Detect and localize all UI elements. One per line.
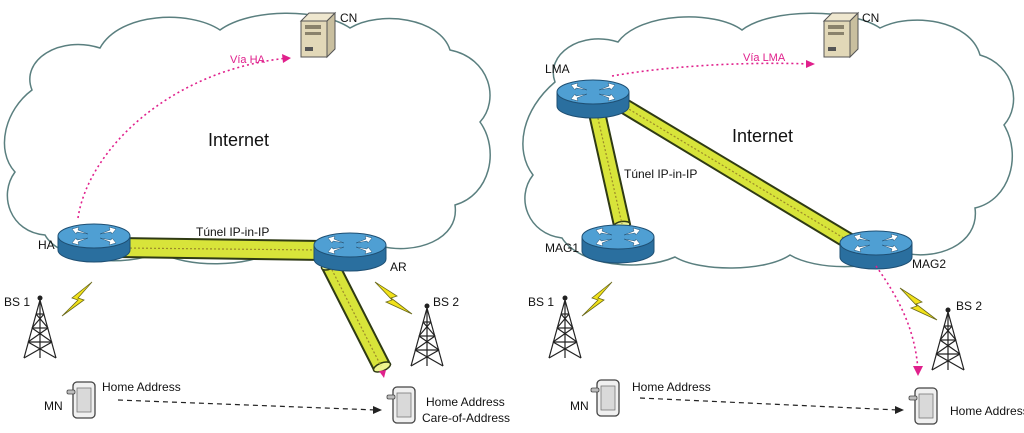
mn-label: MN: [44, 399, 63, 413]
via-lma-arrow-icon: [806, 60, 815, 68]
bs1-label-right: BS 1: [528, 295, 554, 309]
mn-phone-icon: [66, 381, 96, 419]
internet-cloud: [3, 12, 491, 265]
mn-home-address: Home Address: [102, 380, 181, 394]
via-lma-label: Vía LMA: [743, 52, 786, 64]
left-diagram: Internet CN Vía HA Túnel IP-in-IP HA AR: [3, 11, 510, 425]
via-ha-arrow-icon: [282, 54, 291, 63]
ar-label: AR: [390, 260, 407, 274]
cn-label: CN: [340, 11, 357, 25]
tunnel-end-arrow-icon: [379, 370, 386, 378]
mn-moved-phone-icon-right: [908, 387, 938, 425]
mag2-label: MAG2: [912, 257, 946, 271]
lma-router-icon: [556, 79, 630, 119]
tunnel-label-right: Túnel IP-in-IP: [624, 167, 697, 181]
mn-phone-icon-right: [590, 379, 620, 417]
movement-arrowhead-icon: [373, 406, 382, 414]
internet-label: Internet: [208, 130, 269, 150]
bs2-label: BS 2: [433, 295, 459, 309]
via-ha-label: Vía HA: [230, 54, 266, 66]
bs1-lightning-icon: [61, 281, 93, 317]
internet-cloud-right: [522, 12, 1015, 269]
mag2-to-mn-path: [875, 265, 919, 371]
bs1-label: BS 1: [4, 295, 30, 309]
ha-router-icon: [57, 223, 131, 263]
bs2-lightning-icon: [374, 281, 413, 315]
cn-server-icon: [300, 12, 336, 58]
care-of-address: Care-of-Address: [422, 411, 510, 425]
via-ha-path: [77, 57, 289, 219]
bs1-lightning-icon-right: [581, 281, 613, 317]
via-lma-path: [611, 62, 811, 77]
mag1-label: MAG1: [545, 241, 579, 255]
right-diagram: Internet CN Vía LMA Túnel IP-in-IP LMA M…: [522, 11, 1024, 425]
ha-label: HA: [38, 238, 55, 252]
internet-label-right: Internet: [732, 126, 793, 146]
mn-moved-phone-icon: [386, 386, 416, 424]
mn-label-right: MN: [570, 399, 589, 413]
movement-arrowhead-icon-right: [895, 406, 904, 414]
bs2-label-right: BS 2: [956, 299, 982, 313]
moved-home-address-right: Home Address: [950, 404, 1024, 418]
bs2-lightning-icon-right: [899, 287, 938, 321]
mag1-router-icon: [581, 224, 655, 264]
mag2-mn-arrow-icon: [913, 366, 923, 376]
mn-home-address-right: Home Address: [632, 380, 711, 394]
movement-arrow-right: [639, 397, 899, 411]
ar-router-icon: [313, 232, 387, 272]
moved-home-address: Home Address: [426, 395, 505, 409]
lma-label: LMA: [545, 62, 570, 76]
cn-server-icon-right: [823, 12, 859, 58]
bs2-tower-icon: [410, 302, 444, 367]
movement-arrow: [117, 399, 377, 411]
mag2-router-icon: [839, 230, 913, 270]
cn-label-right: CN: [862, 11, 879, 25]
tunnel-ha-ar: [119, 236, 323, 262]
bs2-tower-icon-right: [931, 306, 965, 371]
tunnel-ar-mn: [320, 259, 392, 373]
tunnel-label: Túnel IP-in-IP: [196, 225, 269, 239]
